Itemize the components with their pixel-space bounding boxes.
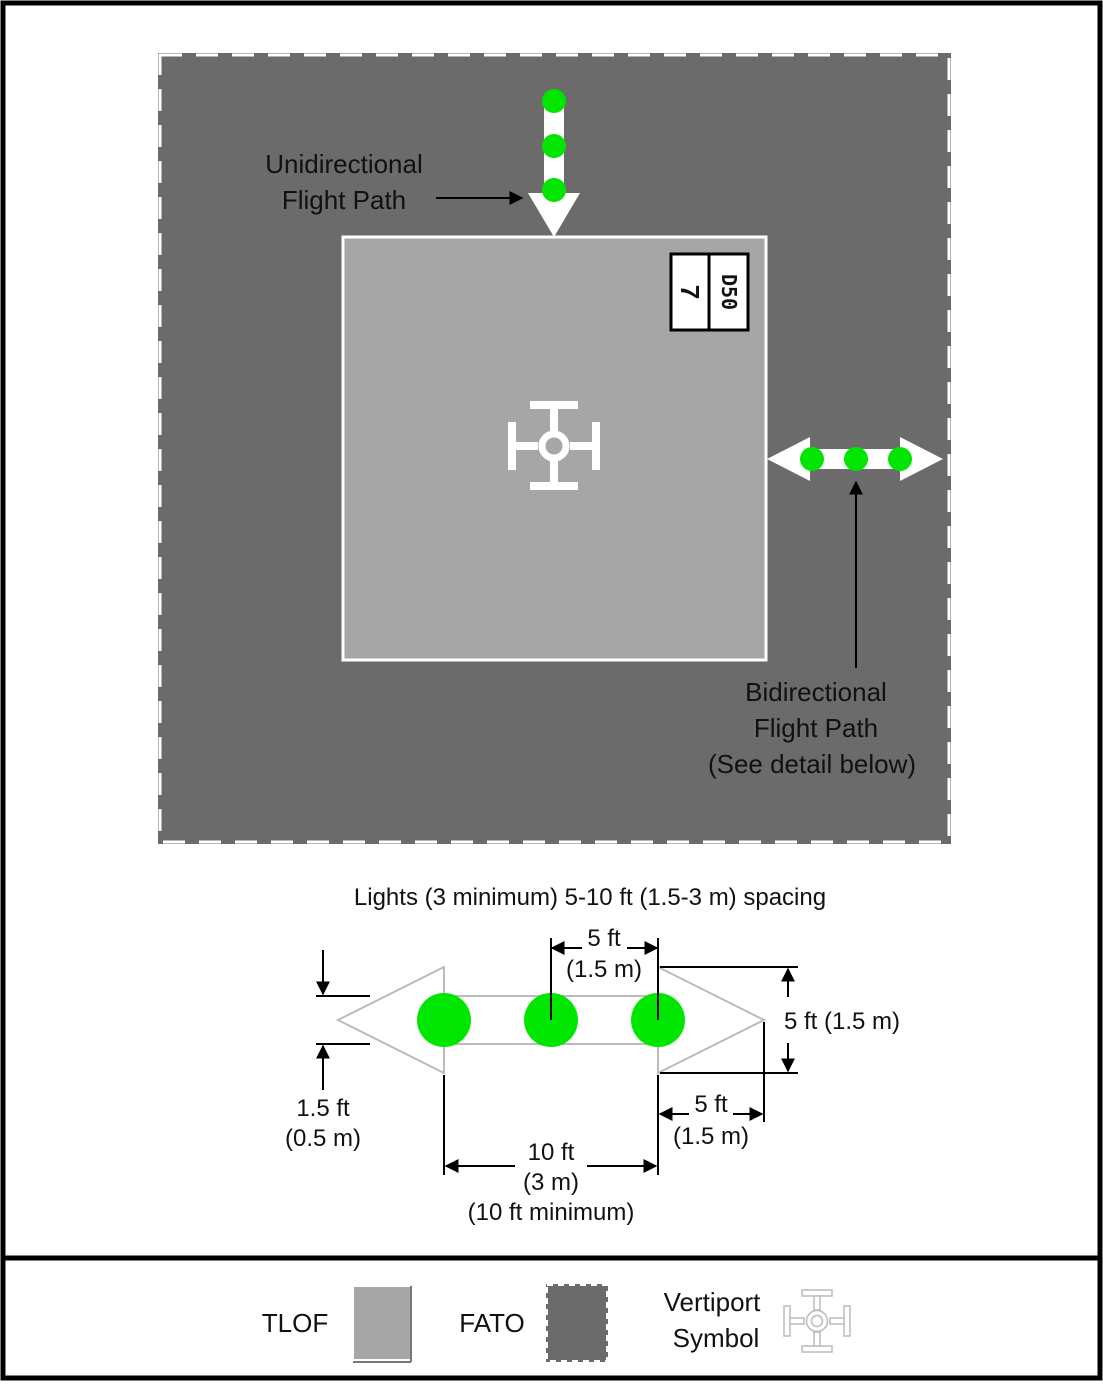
bidirectional-flight-path xyxy=(767,437,943,481)
path-light xyxy=(888,447,912,471)
path-light xyxy=(542,178,566,202)
detail-light xyxy=(417,993,471,1047)
legend-vertiport-symbol-icon xyxy=(783,1289,851,1353)
length-dimension xyxy=(443,1075,658,1175)
path-light xyxy=(542,89,566,113)
spacing-m-label: (1.5 m) xyxy=(566,956,642,983)
legend-tlof-swatch xyxy=(352,1285,412,1361)
stem-m-label: (0.5 m) xyxy=(285,1125,361,1152)
unidirectional-label-1: Unidirectional xyxy=(265,149,423,179)
head-length-dimension xyxy=(657,1022,765,1175)
legend-tlof-label: TLOF xyxy=(262,1308,328,1338)
detail-title: Lights (3 minimum) 5-10 ft (1.5-3 m) spa… xyxy=(354,884,826,911)
tlof-marking-box: 7 D50 xyxy=(669,252,750,332)
legend-fato-label: FATO xyxy=(459,1308,525,1338)
path-light xyxy=(542,134,566,158)
stem-offset-dimension xyxy=(316,950,370,1090)
length-ft-label: 10 ft xyxy=(528,1139,575,1166)
length-m-label: (3 m) xyxy=(523,1169,579,1196)
head-ft-label: 5 ft xyxy=(694,1091,728,1118)
legend-vertiport-label-1: Vertiport xyxy=(664,1287,762,1317)
width-label: 5 ft (1.5 m) xyxy=(784,1008,900,1035)
unidirectional-label-2: Flight Path xyxy=(282,185,406,215)
path-light xyxy=(800,447,824,471)
length-min-label: (10 ft minimum) xyxy=(468,1199,635,1226)
width-dimension xyxy=(660,966,798,1074)
unidirectional-flight-path xyxy=(528,89,580,237)
path-light xyxy=(844,447,868,471)
legend-vertiport-label-2: Symbol xyxy=(673,1323,760,1353)
bidirectional-label-1: Bidirectional xyxy=(745,677,887,707)
legend-fato-swatch xyxy=(546,1284,608,1362)
tlof-area xyxy=(341,235,768,662)
spacing-dimension xyxy=(550,938,659,1020)
bidirectional-label-2: Flight Path xyxy=(754,713,878,743)
legend: TLOF FATO Vertiport Symbol xyxy=(262,1284,851,1363)
bidirectional-label-3: (See detail below) xyxy=(708,749,916,779)
spacing-ft-label: 5 ft xyxy=(587,925,621,952)
stem-ft-label: 1.5 ft xyxy=(296,1095,350,1122)
weight-limit-text: 7 xyxy=(675,285,705,299)
d-value-text: D50 xyxy=(717,274,741,310)
head-m-label: (1.5 m) xyxy=(673,1123,749,1150)
vertiport-symbol-icon xyxy=(508,401,600,490)
